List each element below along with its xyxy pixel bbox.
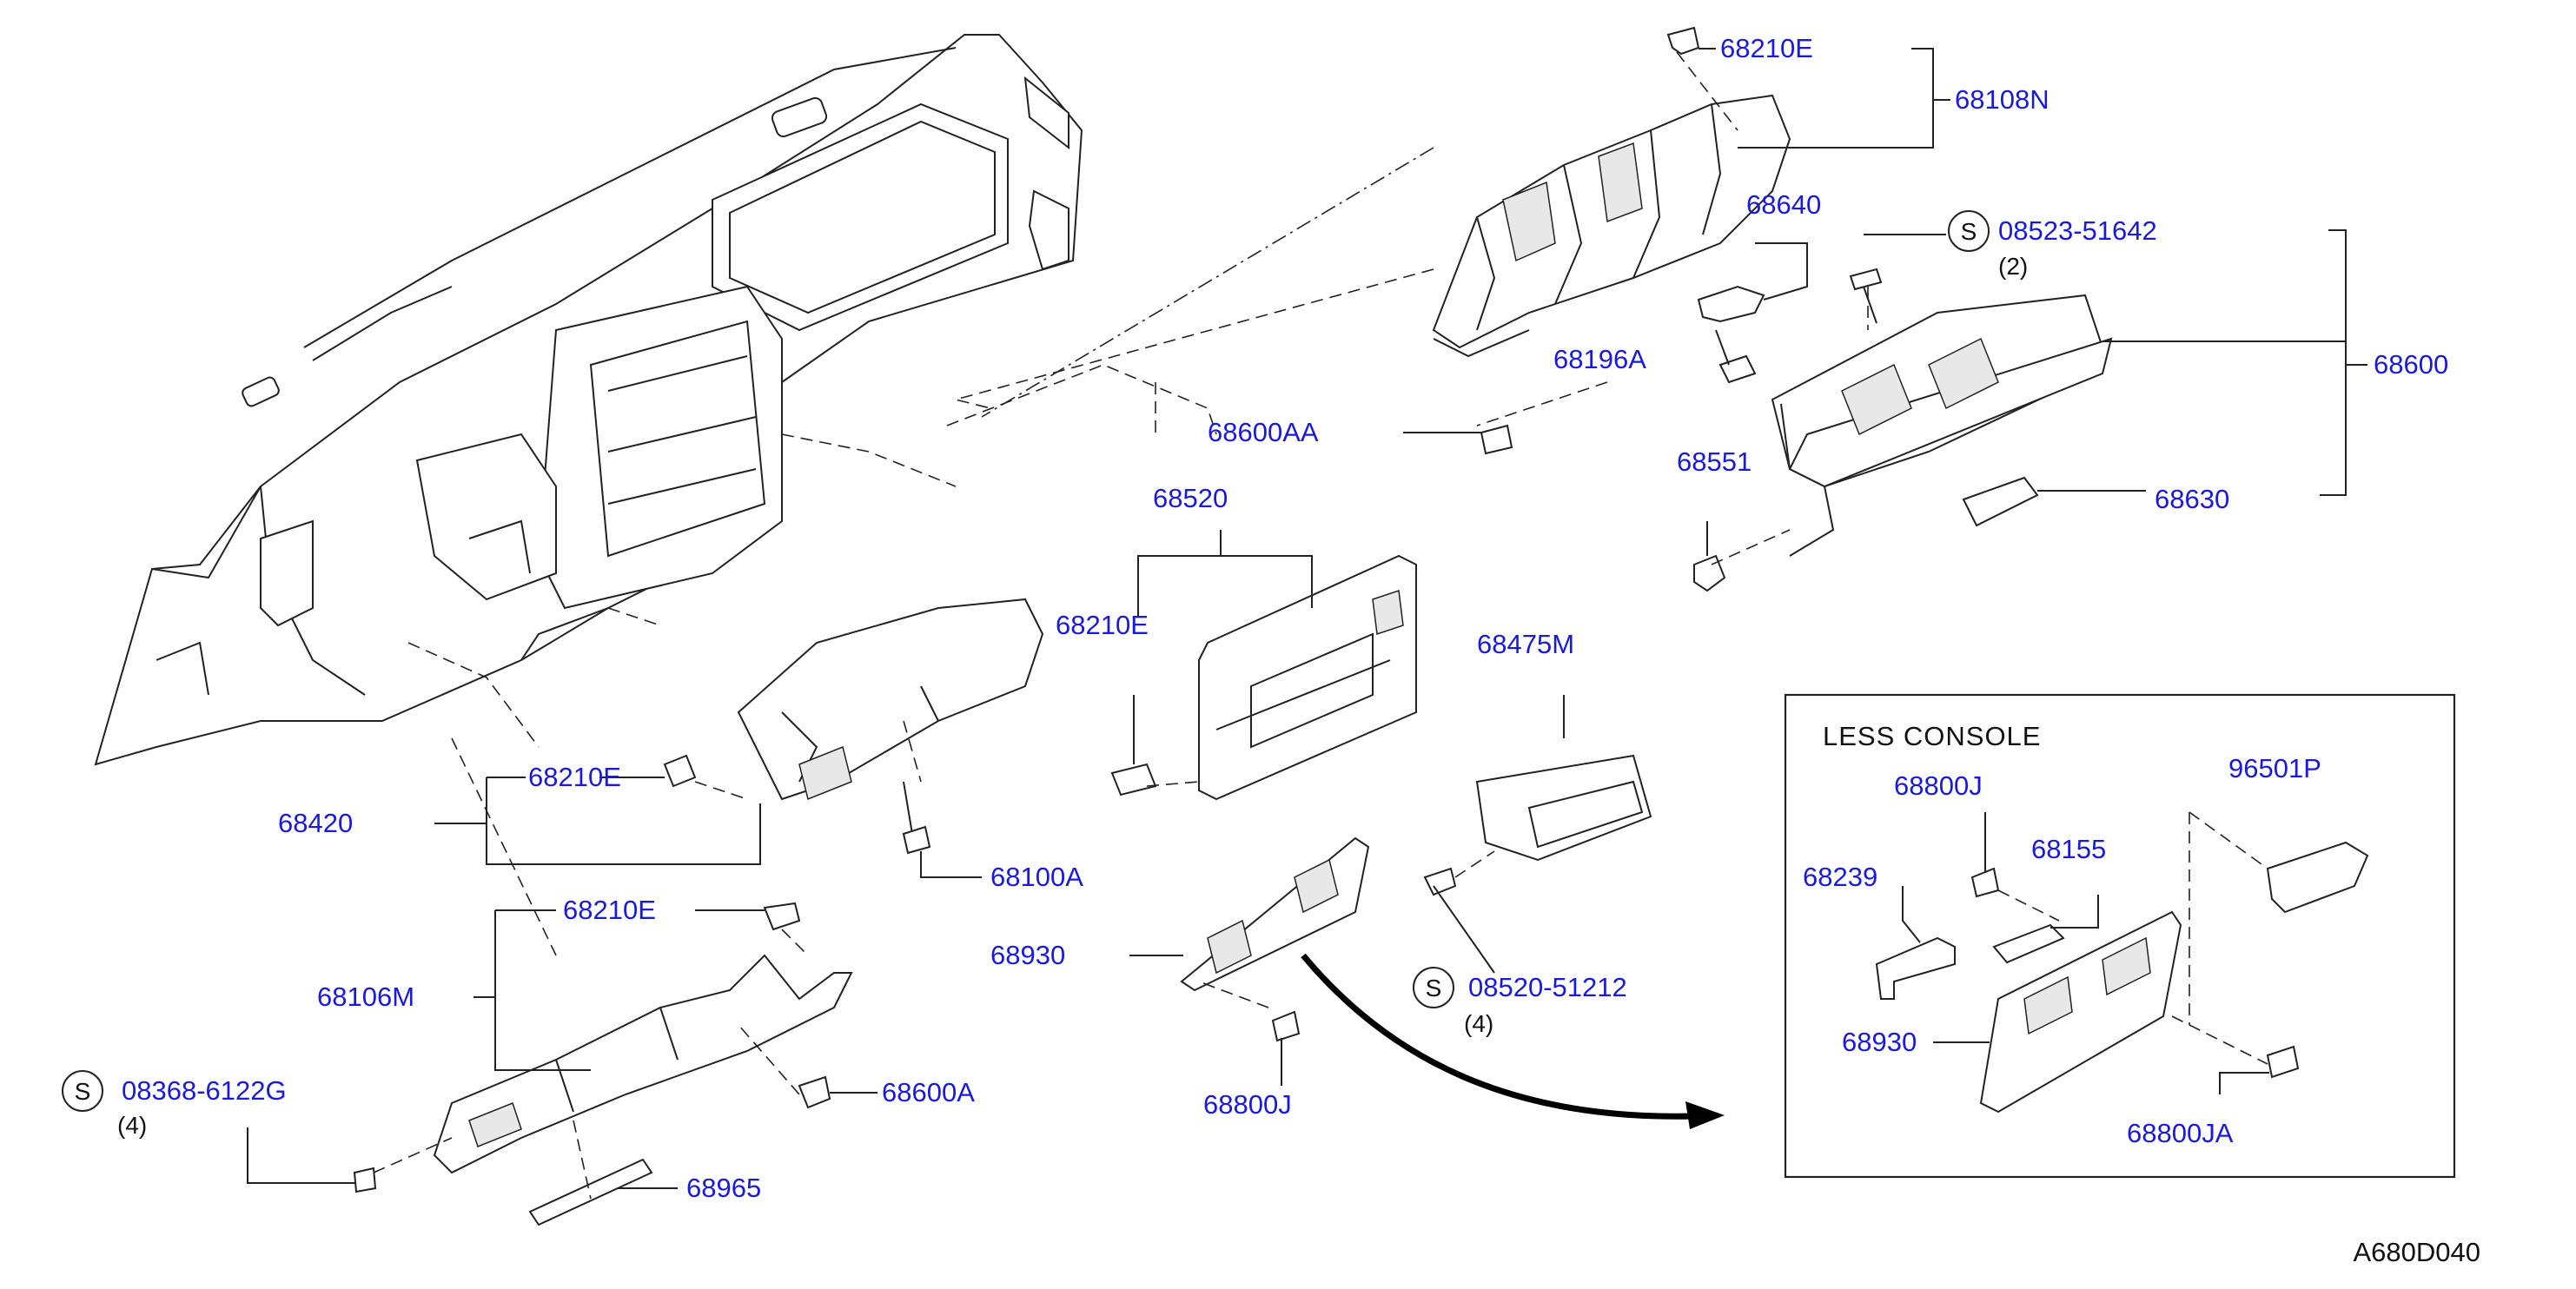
part-label-68210E-left[interactable]: 68210E [528, 762, 621, 792]
cluster-lid-68420-drawing [737, 598, 1044, 801]
s-circle-08520: S [1413, 967, 1454, 1008]
clip-68210E-mid-drawing [1110, 763, 1157, 797]
clip-68210E-left-drawing [663, 754, 697, 788]
quantity-label-4-center: (4) [1464, 1010, 1493, 1037]
bolt-08368-drawing [353, 1167, 377, 1193]
svg-text:S: S [1961, 218, 1977, 245]
part-label-68108N[interactable]: 68108N [1955, 84, 2050, 115]
part-label-68600A[interactable]: 68600A [882, 1077, 975, 1107]
quantity-label-4-left: (4) [117, 1112, 147, 1139]
lower-cover-68106M-drawing [433, 954, 853, 1174]
screw-68100A-drawing [902, 781, 931, 855]
pocket-68475M-drawing [1475, 754, 1652, 862]
part-label-68106M[interactable]: 68106M [317, 982, 414, 1012]
part-label-68630[interactable]: 68630 [2155, 484, 2229, 514]
inset-label-68800JA[interactable]: 68800JA [2127, 1118, 2234, 1148]
bolt-68600A-drawing [798, 1075, 831, 1109]
panel-68930-drawing [1180, 836, 1370, 992]
part-label-68475M[interactable]: 68475M [1477, 629, 1574, 659]
part-label-68196A[interactable]: 68196A [1553, 344, 1646, 374]
part-label-68640[interactable]: 68640 [1746, 189, 1821, 220]
part-label-68210E-mid[interactable]: 68210E [1056, 610, 1149, 640]
bolt-68600AA-drawing [1480, 424, 1513, 455]
part-label-68551[interactable]: 68551 [1677, 446, 1752, 477]
svg-text:S: S [75, 1078, 91, 1105]
part-label-68520[interactable]: 68520 [1153, 483, 1228, 513]
screw-08523-drawing [1849, 268, 1883, 324]
part-label-68210E-top[interactable]: 68210E [1720, 33, 1813, 63]
part-68551-drawing [1693, 554, 1726, 592]
assembly-lines [373, 51, 1869, 1200]
s-circle-08523: S [1948, 210, 1990, 252]
screw-68800J-drawing [1271, 1010, 1301, 1042]
inset-label-68239[interactable]: 68239 [1803, 862, 1877, 892]
less-console-inset [1784, 693, 2456, 1179]
part-68630-drawing [1962, 476, 2039, 527]
part-label-68420[interactable]: 68420 [278, 808, 353, 838]
part-label-68800J[interactable]: 68800J [1203, 1089, 1292, 1120]
part-label-68930[interactable]: 68930 [990, 940, 1065, 970]
part-label-68600AA[interactable]: 68600AA [1208, 417, 1319, 447]
part-label-68210E-low[interactable]: 68210E [563, 895, 656, 925]
inset-label-68800J[interactable]: 68800J [1894, 770, 1983, 801]
part-label-68100A[interactable]: 68100A [990, 862, 1083, 892]
screw-68196A-drawing [1715, 329, 1757, 384]
bezel-68520-drawing [1198, 554, 1417, 801]
inset-label-96501P[interactable]: 96501P [2228, 753, 2321, 783]
clip-68210E-low-drawing [763, 902, 801, 931]
svg-text:S: S [1426, 975, 1442, 1001]
quantity-label-2: (2) [1998, 253, 2028, 280]
leader-lines [247, 48, 2367, 1189]
part-label-68600[interactable]: 68600 [2374, 349, 2448, 380]
part-label-68965[interactable]: 68965 [686, 1173, 761, 1203]
bracket-68108N-drawing [1432, 94, 1791, 358]
strip-68965-drawing [528, 1158, 653, 1226]
clip-68210E-top-drawing [1666, 26, 1700, 56]
part-label-08520-51212[interactable]: 08520-51212 [1468, 972, 1627, 1002]
inset-label-68155[interactable]: 68155 [2031, 834, 2106, 864]
diagram-code: A680D040 [2353, 1237, 2480, 1267]
inset-title: LESS CONSOLE [1823, 721, 2041, 751]
part-label-08368-6122G[interactable]: 08368-6122G [122, 1075, 287, 1106]
inset-label-68930[interactable]: 68930 [1842, 1027, 1917, 1057]
instrument-panel-drawing [94, 34, 1083, 766]
part-label-08523-51642[interactable]: 08523-51642 [1998, 215, 2157, 246]
transfer-arrow [1301, 953, 1725, 1129]
clip-68640-drawing [1697, 285, 1765, 323]
glove-box-68600-drawing [1771, 294, 2113, 557]
screw-08520-drawing [1423, 867, 1457, 896]
s-circle-08368: S [62, 1070, 103, 1112]
